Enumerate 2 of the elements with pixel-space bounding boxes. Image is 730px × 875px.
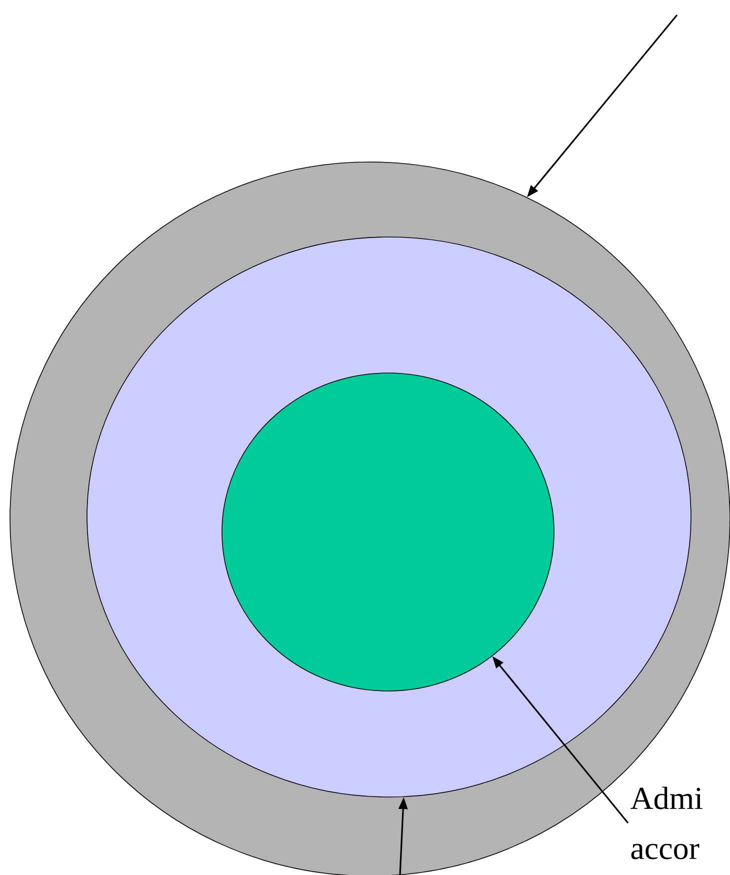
annotation-text: Admi accor (630, 786, 702, 860)
inner-circle (222, 372, 554, 692)
